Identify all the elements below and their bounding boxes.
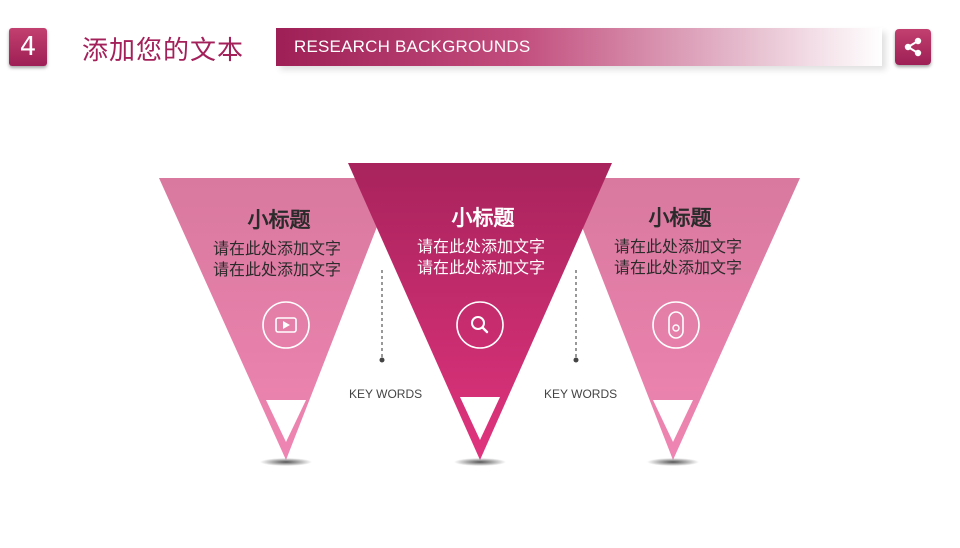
card-center-title: 小标题: [451, 206, 515, 230]
play-icon: [275, 317, 297, 333]
banner-text: RESEARCH BACKGROUNDS: [294, 37, 531, 56]
card-left-shape: [159, 178, 396, 466]
person-icon: [668, 311, 684, 339]
card-center-shape: [348, 163, 612, 466]
share-icon: [904, 37, 922, 57]
card-right-line2: 请在此处添加文字: [613, 258, 742, 277]
connector-left: [379, 270, 385, 363]
card-right-shape: [563, 178, 800, 466]
title-banner: RESEARCH BACKGROUNDS: [276, 28, 882, 66]
card-right-line1: 请在此处添加文字: [613, 237, 742, 256]
keyword-label-left: KEY WORDS: [349, 387, 423, 401]
keyword-label-right: KEY WORDS: [544, 387, 618, 401]
section-number-badge: 4: [9, 28, 47, 66]
page-title: 添加您的文本: [82, 36, 245, 66]
share-button[interactable]: [895, 29, 931, 65]
card-left-title: 小标题: [247, 208, 311, 232]
search-icon: [471, 316, 489, 334]
card-left-line2: 请在此处添加文字: [212, 260, 341, 279]
connector-right: [573, 270, 579, 363]
card-center-line1: 请在此处添加文字: [416, 237, 545, 256]
card-left-line1: 请在此处添加文字: [212, 239, 341, 258]
card-right-title: 小标题: [648, 206, 712, 230]
card-center-line2: 请在此处添加文字: [416, 258, 545, 277]
